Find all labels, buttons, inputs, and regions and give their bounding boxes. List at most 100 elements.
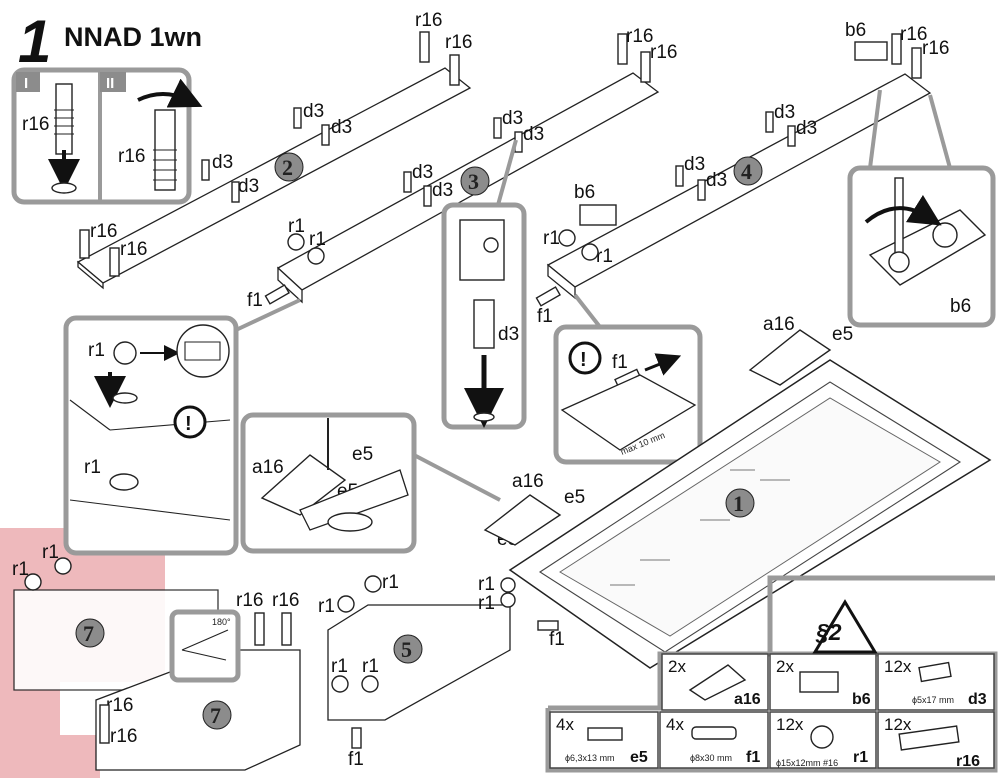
step-bubble-4: 4	[741, 159, 752, 184]
hardware-qty: 12x	[884, 657, 912, 676]
hardware-qty: 2x	[776, 657, 794, 676]
hardware-cell-f1: 4x ϕ8x30 mm f1	[659, 711, 769, 769]
label-r1: r1	[42, 542, 59, 563]
label-d3: d3	[706, 170, 727, 191]
step-bubble-3: 3	[468, 169, 479, 194]
inset-r16-label: r16	[22, 114, 49, 135]
rotate-arrow-icon	[137, 78, 203, 108]
label-b6: b6	[845, 20, 866, 41]
hardware-code: d3	[968, 691, 987, 708]
step-bubble-7: 7	[83, 621, 94, 646]
hardware-spec: ϕ15x12mm #16	[776, 758, 838, 768]
label-e5: e5	[832, 324, 853, 345]
hardware-cell-b6: 2x b6	[769, 653, 877, 711]
hardware-code: b6	[852, 691, 871, 708]
hardware-qty: 4x	[556, 715, 574, 734]
label-e5: e5	[352, 444, 373, 465]
hardware-code: a16	[734, 691, 761, 708]
label-r16: r16	[120, 239, 147, 260]
label-r1: r1	[543, 228, 560, 249]
hardware-cell-d3: 12x ϕ5x17 mm d3	[877, 653, 995, 711]
label-r16: r16	[110, 726, 137, 747]
label-r1: r1	[288, 216, 305, 237]
inset-r16-insertion: I II r16 r16	[11, 67, 203, 205]
hardware-qty: 12x	[776, 715, 804, 734]
label-r16: r16	[922, 38, 949, 59]
inset-b6-hinge: b6	[847, 89, 996, 328]
step-bubble-2: 2	[282, 155, 293, 180]
hardware-cell-r1: 12x ϕ15x12mm #16 r1	[769, 711, 877, 769]
page-header: 1 NNAD 1wn	[18, 8, 202, 75]
label-d3: d3	[523, 124, 544, 145]
label-r1: r1	[382, 572, 399, 593]
step-bubble-7: 7	[210, 703, 221, 728]
label-r16: r16	[90, 221, 117, 242]
label-d3: d3	[774, 102, 795, 123]
label-d3: d3	[684, 154, 705, 175]
board-step-7-right: 7 r16 r16 r16 r16 180°	[95, 590, 301, 771]
label-r16: r16	[415, 10, 442, 31]
label-r16: r16	[445, 32, 472, 53]
label-a16: a16	[512, 471, 544, 492]
hardware-cell-e5: 4x ϕ6,3x13 mm e5	[549, 711, 659, 769]
label-f1: f1	[612, 352, 628, 373]
hardware-code: r1	[853, 749, 868, 766]
door-panel-step-1: 1 a16 e5 e5 a16 e5 e5	[483, 314, 992, 669]
hardware-qty: 12x	[884, 715, 912, 734]
inset-a16-hinge: a16 e5 e5	[240, 412, 501, 554]
label-r1: r1	[362, 656, 379, 677]
label-d3: d3	[498, 324, 519, 345]
label-r1: r1	[331, 656, 348, 677]
label-d3: d3	[502, 108, 523, 129]
step-number: 1	[18, 8, 51, 75]
inset-f1-dowel: ! f1 max 10 mm	[553, 293, 703, 465]
label-f1: f1	[247, 290, 263, 311]
board-step-7-left: 7 r1 r1	[12, 542, 219, 691]
board-step-5: 5 r1 r1 r1 r1 r1 r1 f1 f1	[318, 572, 565, 770]
label-b6: b6	[574, 182, 595, 203]
label-r16: r16	[272, 590, 299, 611]
label-r1: r1	[309, 229, 326, 250]
hardware-code: e5	[630, 749, 648, 766]
label-e5: e5	[564, 487, 585, 508]
svg-text:!: !	[185, 413, 192, 435]
label-d3: d3	[432, 180, 453, 201]
label-r16: r16	[106, 695, 133, 716]
section-badge: §2	[815, 619, 842, 645]
label-d3: d3	[303, 101, 324, 122]
hardware-code: r16	[956, 753, 980, 770]
label-f1: f1	[348, 749, 364, 770]
label-d3: d3	[238, 176, 259, 197]
label-d3: d3	[331, 117, 352, 138]
label-r16: r16	[900, 24, 927, 45]
label-r1: r1	[478, 574, 495, 595]
label-f1: f1	[537, 306, 553, 327]
hardware-table: §2 2x a16 2x b6 12x ϕ5x17 mm d3 4x ϕ6,3x…	[545, 575, 998, 773]
board-step-4: 4 b6 r16 r16 d3 d3 d3 d3 b6 r1 r1 f1	[535, 20, 949, 327]
label-a16: a16	[763, 314, 795, 335]
label-a16: a16	[252, 457, 284, 478]
label-d3: d3	[412, 162, 433, 183]
inset-d3-insertion: d3	[441, 139, 527, 430]
hardware-spec: ϕ6,3x13 mm	[565, 753, 615, 763]
inset-label-i: I	[24, 75, 28, 92]
inset-r16-label-2: r16	[118, 146, 145, 167]
label-r1: r1	[478, 593, 495, 614]
step-bubble-5: 5	[401, 637, 412, 662]
label-r16: r16	[236, 590, 263, 611]
board-step-2: 2 r16 r16 d3 d3 d3 d3 r16 r16	[76, 10, 472, 290]
label-r1: r1	[596, 246, 613, 267]
warning-triangle-icon	[812, 599, 878, 654]
svg-text:!: !	[580, 349, 587, 371]
hardware-spec: ϕ8x30 mm	[690, 753, 732, 763]
label-d3: d3	[796, 118, 817, 139]
rotate-arrow-icon	[864, 194, 942, 226]
label-r1: r1	[318, 596, 335, 617]
hardware-code: f1	[746, 749, 760, 766]
label-r1: r1	[12, 559, 29, 580]
inset-label-ii: II	[106, 75, 114, 92]
label-b6: b6	[950, 296, 971, 317]
label-r1: r1	[88, 340, 105, 361]
